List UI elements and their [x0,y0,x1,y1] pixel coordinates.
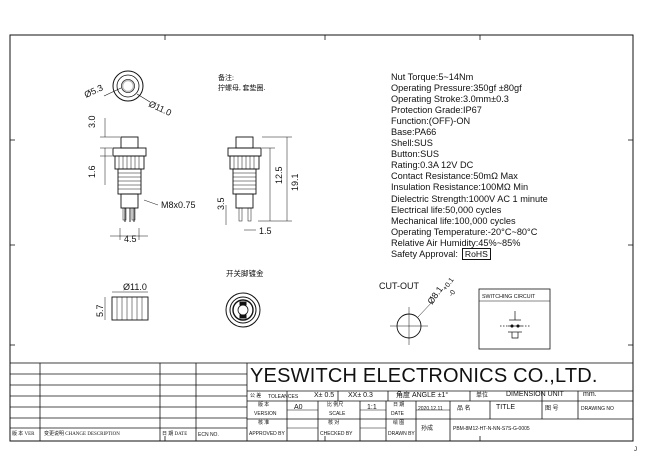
spec-line: Protection Grade:IP67 [391,105,482,116]
title-en: TITLE [496,404,516,411]
nut-view [104,291,149,321]
company-name: YESWITCH ELECTRONICS CO.,LTD. [250,365,598,387]
dim-w15: 1.5 [259,226,272,236]
rohs-badge: RoHS [461,247,491,260]
switching-circuit-box [478,288,551,350]
unit-en: DIMENSION UNIT [506,391,564,398]
scale-en: SCALE [329,411,346,417]
cutout-tol-minus: -0 [448,289,457,298]
dim-d53: Ø5.3 [83,83,105,100]
change-desc: 变更说明 CHANGE DESCRIPTION [44,432,120,437]
part-no: PBM-8M12-HT-N-NN-S7S-G-0005 [453,426,530,432]
drawn-val: 孙成 [421,426,434,432]
drawn-en: DRAWN BY [388,431,415,437]
version-cn: 版 本 [258,403,270,408]
cutout-title: CUT-OUT [379,281,419,291]
spec-line: Button:SUS [391,149,440,160]
ecn-no: ECN NO. [198,432,219,438]
dim-h30: 3.0 [87,115,97,128]
cutout-tol-plus: +0.1 [442,277,456,292]
spec-line: Contact Resistance:50mΩ Max [391,171,518,182]
bottom-view [225,292,261,328]
version-val: A0 [294,404,303,411]
switching-circuit-title: SWITCHING CIRCUIT [482,294,536,300]
side-view [225,136,292,231]
tol-cn: 公 差 [250,394,262,399]
spec-line: Mechanical life:100,000 cycles [391,215,516,226]
spec-line: Function:(OFF)-ON [391,116,471,127]
date-hdr: 日 期 DATE [162,432,188,437]
dim-h57: 5.7 [95,304,105,317]
drawing-cn: 图 号 [545,406,559,412]
corner-mark: J [634,447,637,453]
checked-en: CHECKED BY [320,431,353,437]
tol-angle: 角度 ANGLE ±1° [396,392,449,399]
approved-cn: 核 准 [258,421,270,426]
spec-list: Nut Torque:5~14Nm Operating Pressure:350… [391,72,641,260]
cutout-view [390,300,434,345]
tol-xx: XX± 0.3 [348,392,373,399]
note-line1: 备注: [218,74,234,82]
spec-line: Dielectric Strength:1000V AC 1 minute [391,193,548,204]
date-cn: 日 期 [393,403,405,408]
note-block: 备注: 拧螺母, 套垫圈. [218,73,265,93]
safety-label: Safety Approval: [391,248,458,259]
dim-d11: Ø11.0 [147,99,173,118]
scale-cn: 比 例尺 [327,403,344,408]
spec-line: Operating Stroke:3.0mm±0.3 [391,94,509,105]
spec-line: Operating Temperature:-20°C~80°C [391,226,538,237]
unit-cn: 单位 [476,393,489,399]
dim-d11b: Ø11.0 [123,282,147,292]
drawn-cn: 绘 图 [393,421,405,426]
scale-val: 1:1 [367,404,377,411]
tol-en: TOLEANCES [268,394,299,400]
name-cn: 品 名 [457,406,471,412]
spec-line: Relative Air Humidity:45%~85% [391,237,521,248]
spec-line: Electrical life:50,000 cycles [391,204,502,215]
version-en: VERSION [254,411,277,417]
dim-w45: 4.5 [124,234,137,244]
drawing-en: DRAWING NO [581,406,614,412]
date-en: DATE [391,411,404,417]
front-view [100,118,159,240]
dim-h16: 1.6 [87,165,97,178]
title-block-grid [9,362,634,442]
unit-val: mm. [583,391,597,398]
circuit-symbol [500,311,530,339]
spec-line: Rating:0.3A 12V DC [391,160,474,171]
checked-cn: 核 对 [328,421,340,426]
date-val: 2020.12.11 [418,406,443,412]
spec-line: Shell:SUS [391,138,433,149]
approved-en: APPROVED BY [249,431,285,437]
safety-approval: Safety Approval:RoHS [391,247,641,260]
nut-label: 开关脚镀金 [226,268,264,278]
dim-h35: 3.5 [216,197,226,210]
spec-line: Base:PA66 [391,127,437,138]
dim-h125: 12.5 [274,166,284,184]
spec-line: Nut Torque:5~14Nm [391,72,474,82]
spec-line: Operating Pressure:350gf ±80gf [391,83,522,94]
top-view [103,70,151,103]
tol-x: X± 0.5 [314,392,335,399]
spec-line: Insulation Resistance:100MΩ Min [391,182,529,193]
rev-left: 版 本 VER [12,432,35,437]
dim-thread: M8x0.75 [161,200,196,210]
zone-ticks [10,35,633,441]
note-line2: 拧螺母, 套垫圈. [218,84,266,92]
dim-h191: 19.1 [290,173,300,191]
